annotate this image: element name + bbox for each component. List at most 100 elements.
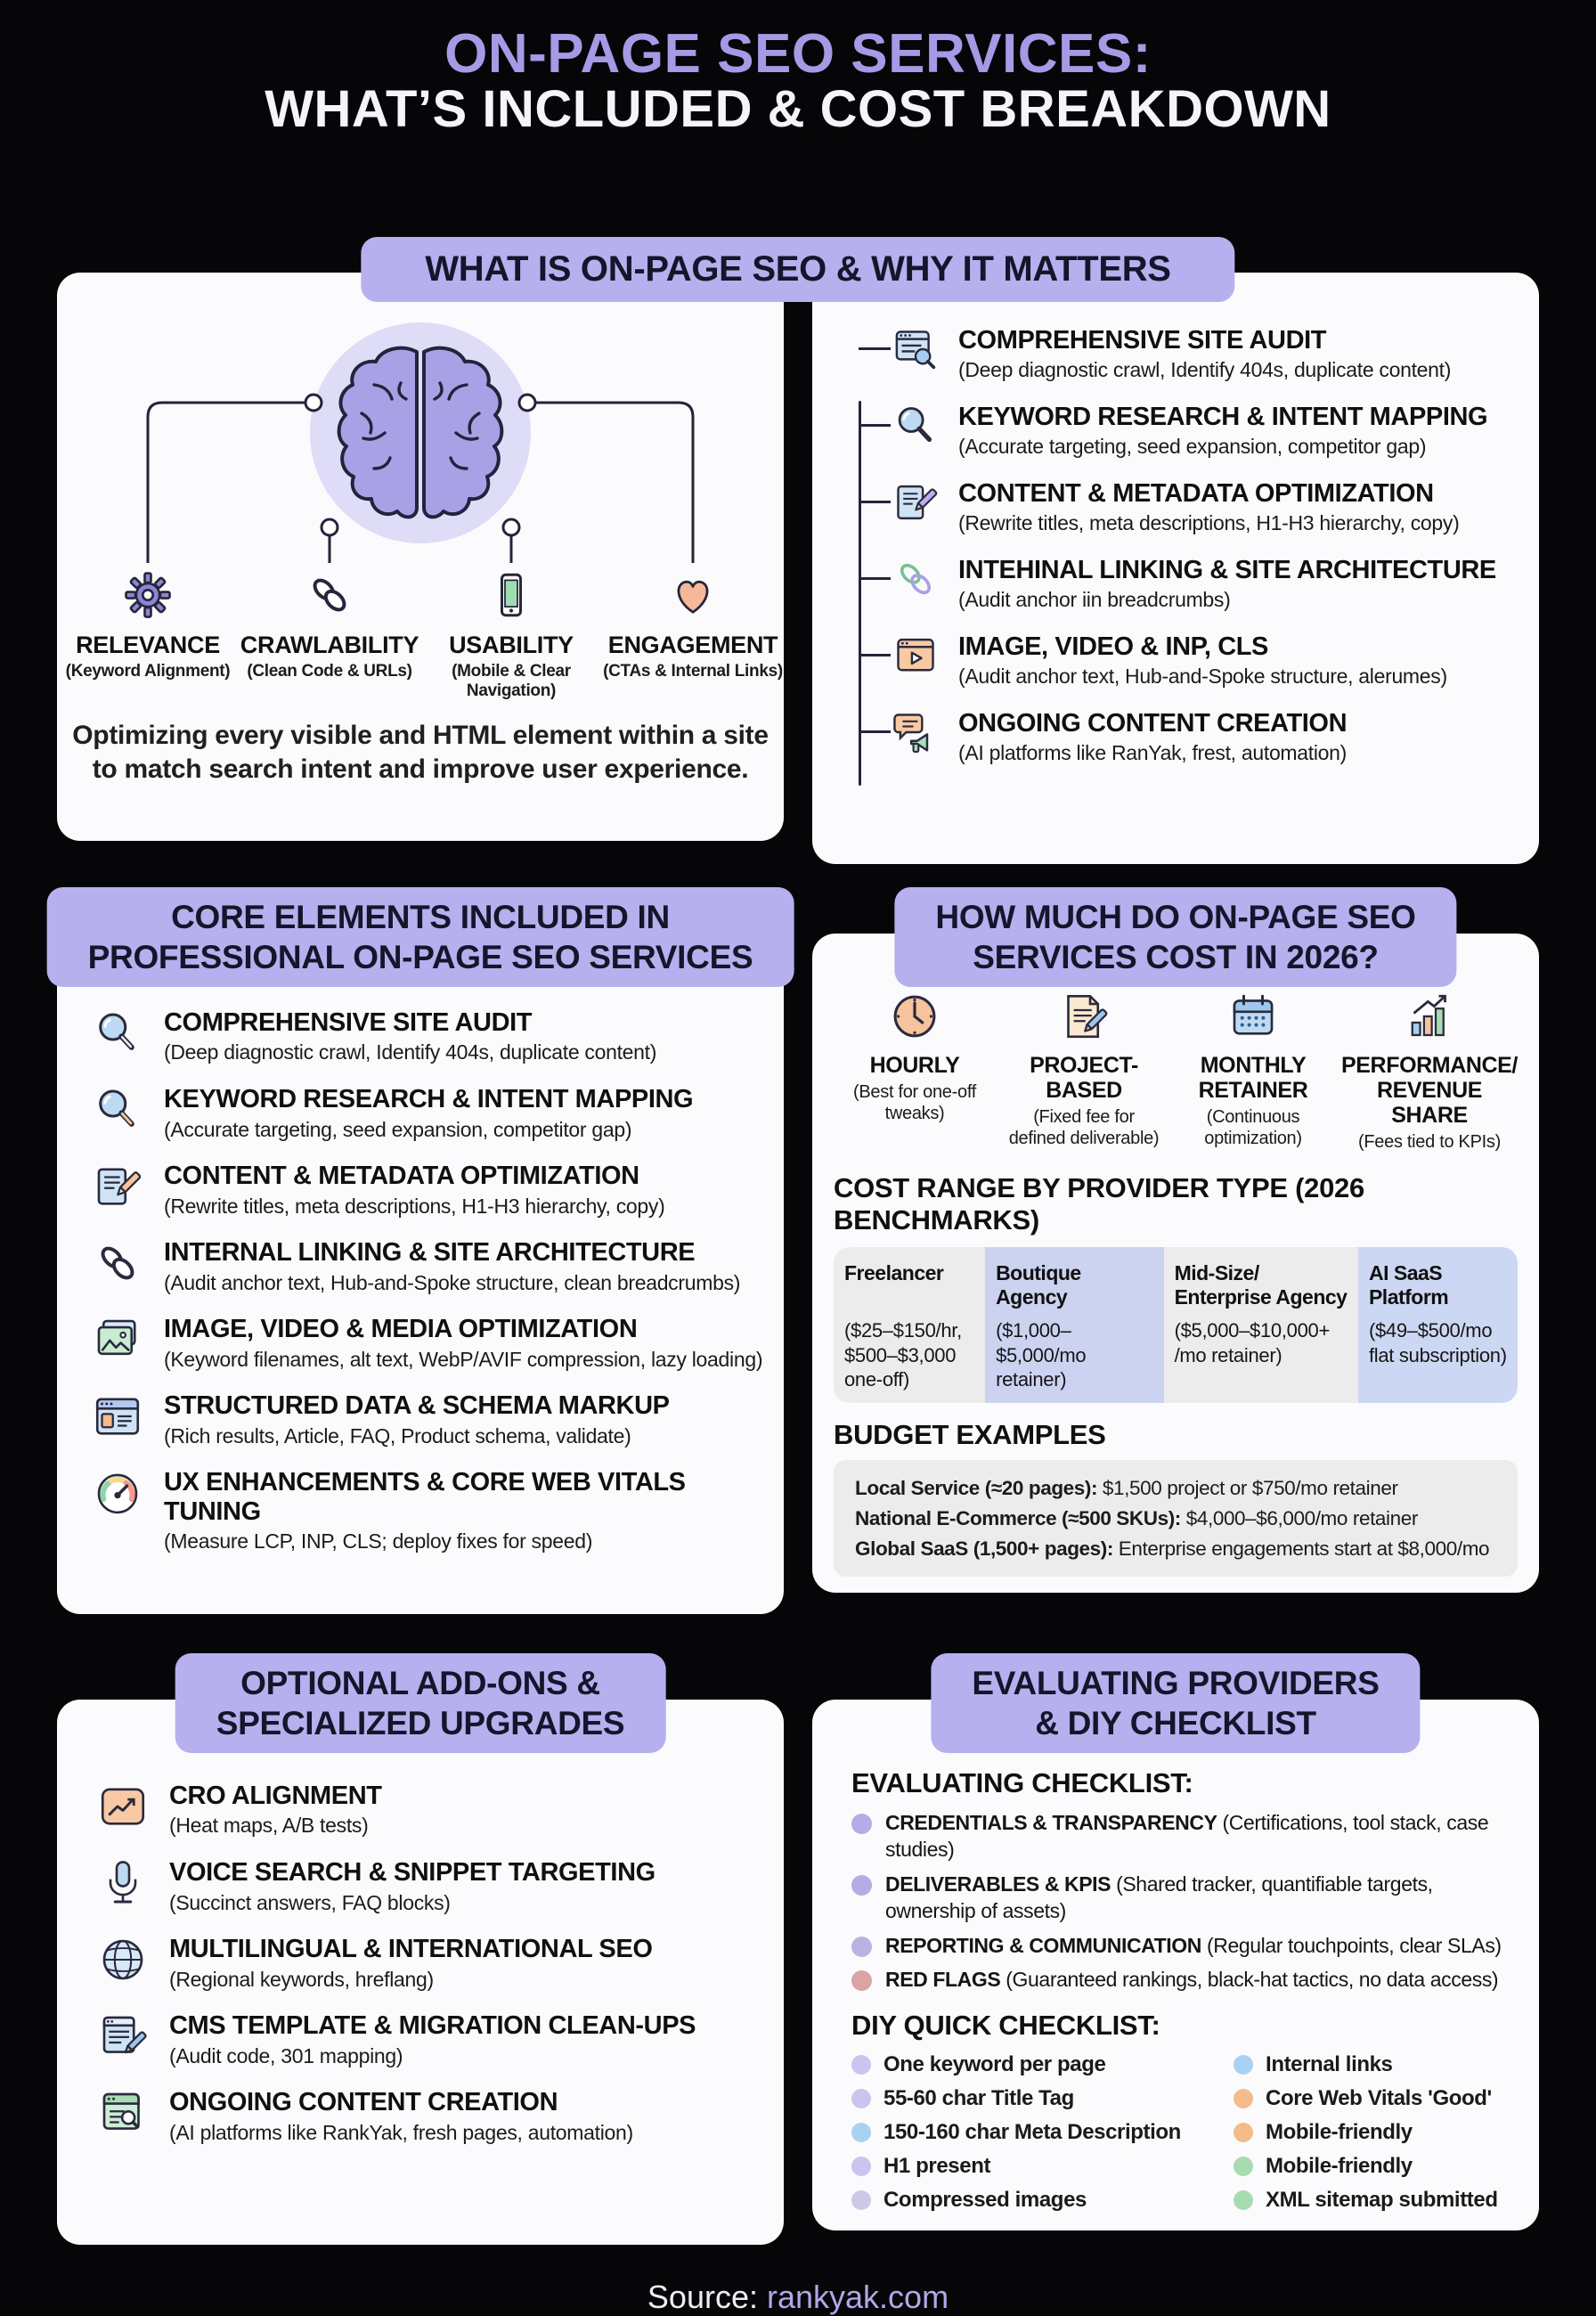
note-pencil-icon bbox=[897, 485, 938, 520]
item-sub: (Audit anchor iin breadcrumbs) bbox=[958, 588, 1231, 612]
list-item: INTERNAL LINKING & SITE ARCHITECTURE (Au… bbox=[93, 1238, 771, 1295]
browser-audit-icon bbox=[895, 330, 936, 370]
factor-label: RELEVANCE bbox=[76, 631, 220, 658]
bullet-dot bbox=[1234, 2123, 1254, 2143]
bullet-dot bbox=[1234, 2089, 1254, 2109]
item-title: IMAGE, VIDEO & INP, CLS bbox=[958, 632, 1268, 661]
why-matters-list: COMPREHENSIVE SITE AUDIT (Deep diagnosti… bbox=[853, 326, 1518, 786]
checklist-item: DELIVERABLES & KPIS (Shared tracker, qua… bbox=[851, 1872, 1527, 1925]
pricing-models: HOURLY (Best for one-off tweaks) PROJECT… bbox=[834, 987, 1518, 1153]
list-item: KEYWORD RESEARCH & INTENT MAPPING (Accur… bbox=[859, 402, 1518, 479]
factor-label: USABILITY bbox=[449, 631, 574, 658]
footer-source-label: Source: bbox=[647, 2278, 767, 2315]
bullet-dot bbox=[851, 2190, 871, 2211]
magnifier-icon bbox=[99, 1013, 134, 1050]
checklist-item: Mobile-friendly bbox=[1234, 2154, 1527, 2179]
checklist-item: Compressed images bbox=[851, 2188, 1226, 2213]
list-item: IMAGE, VIDEO & INP, CLS (Audit anchor te… bbox=[859, 632, 1518, 709]
list-item: INTEHINAL LINKING & SITE ARCHITECTURE (A… bbox=[859, 556, 1518, 632]
pricing-model-performance: PERFORMANCE/ REVENUE SHARE (Fees tied to… bbox=[1341, 987, 1518, 1153]
factor-sub: (Mobile & Clear Navigation) bbox=[452, 661, 571, 700]
table-cell-boutique: Boutique Agency ($1,000–$5,000/mo retain… bbox=[985, 1246, 1164, 1404]
seo-description-line1: Optimizing every visible and HTML elemen… bbox=[72, 720, 769, 750]
item-sub: (Keyword filenames, alt text, WebP/AVIF … bbox=[164, 1347, 763, 1371]
table-cell-freelancer: Freelancer ($25–$150/hr, $500–$3,000 one… bbox=[834, 1246, 986, 1404]
banner-line1: HOW MUCH DO ON-PAGE SEO bbox=[935, 898, 1416, 935]
browser-search-icon bbox=[102, 2092, 140, 2131]
footer-source-link[interactable]: rankyak.com bbox=[767, 2278, 949, 2315]
model-sub: (Continuous optimization) bbox=[1204, 1106, 1302, 1148]
bullet-dot bbox=[1234, 2190, 1254, 2211]
model-sub: (Fees tied to KPIs) bbox=[1358, 1131, 1501, 1152]
item-sub: (Audit anchor text, Hub-and-Spoke struct… bbox=[164, 1270, 741, 1294]
item-title: KEYWORD RESEARCH & INTENT MAPPING bbox=[958, 402, 1488, 431]
list-item: ONGOING CONTENT CREATION (AI platforms l… bbox=[859, 709, 1518, 786]
checklist-rest: (Guaranteed rankings, black-hat tactics,… bbox=[1000, 1968, 1499, 1992]
checklist-rest: (Certifications, tool stack, case studie… bbox=[885, 1810, 1489, 1861]
panel-why-it-matters: COMPREHENSIVE SITE AUDIT (Deep diagnosti… bbox=[812, 272, 1539, 864]
item-sub: (AI platforms like RanYak, frest, automa… bbox=[958, 741, 1348, 765]
banner-line2: SPECIALIZED UPGRADES bbox=[216, 1705, 625, 1742]
globe-icon bbox=[102, 1939, 143, 1980]
chain-icon bbox=[239, 567, 420, 623]
section-addons-and-eval: OPTIONAL ADD-ONS & SPECIALIZED UPGRADES … bbox=[57, 1652, 1539, 2245]
item-title: CONTENT & METADATA OPTIMIZATION bbox=[164, 1162, 639, 1191]
list-item: IMAGE, VIDEO & MEDIA OPTIMIZATION (Keywo… bbox=[93, 1315, 771, 1372]
item-title: VOICE SEARCH & SNIPPET TARGETING bbox=[169, 1858, 656, 1888]
checklist-item: REPORTING & COMMUNICATION (Regular touch… bbox=[851, 1933, 1527, 1960]
item-sub: (AI platforms like RankYak, fresh pages,… bbox=[169, 2120, 633, 2144]
item-sub: (Rich results, Article, FAQ, Product sch… bbox=[164, 1423, 631, 1448]
checklist-text: Mobile-friendly bbox=[1266, 2154, 1413, 2179]
checklist-text: CREDENTIALS & TRANSPARENCY (Certificatio… bbox=[885, 1810, 1527, 1863]
bullet-dot bbox=[851, 2123, 871, 2143]
banner-line1: EVALUATING PROVIDERS bbox=[972, 1664, 1380, 1701]
factor-label: ENGAGEMENT bbox=[607, 631, 778, 658]
brain-diagram bbox=[146, 322, 695, 563]
item-title: KEYWORD RESEARCH & INTENT MAPPING bbox=[164, 1085, 694, 1114]
checklist-text: REPORTING & COMMUNICATION (Regular touch… bbox=[885, 1933, 1502, 1960]
item-sub: (Audit anchor text, Hub-and-Spoke struct… bbox=[958, 665, 1447, 689]
item-sub: (Audit code, 301 mapping) bbox=[169, 2043, 403, 2067]
checklist-item: RED FLAGS (Guaranteed rankings, black-ha… bbox=[851, 1967, 1527, 1994]
page-title: ON-PAGE SEO SERVICES: WHAT’S INCLUDED & … bbox=[0, 0, 1596, 137]
item-title: COMPREHENSIVE SITE AUDIT bbox=[164, 1007, 533, 1037]
checklist-item: CREDENTIALS & TRANSPARENCY (Certificatio… bbox=[851, 1810, 1527, 1863]
magnifier-icon bbox=[99, 1089, 134, 1127]
list-item: ONGOING CONTENT CREATION (AI platforms l… bbox=[98, 2088, 771, 2145]
table-cell-midsize: Mid-Size/ Enterprise Agency ($5,000–$10,… bbox=[1163, 1246, 1358, 1404]
checklist-item: Internal links bbox=[1234, 2052, 1527, 2077]
item-sub: (Accurate targeting, seed expansion, com… bbox=[164, 1117, 632, 1141]
panel-addons: OPTIONAL ADD-ONS & SPECIALIZED UPGRADES … bbox=[57, 1652, 784, 2245]
bullet-dot bbox=[1234, 2157, 1254, 2177]
item-title: COMPREHENSIVE SITE AUDIT bbox=[958, 325, 1327, 355]
section-banner-evaluating: EVALUATING PROVIDERS & DIY CHECKLIST bbox=[931, 1652, 1421, 1754]
chain-links-icon bbox=[101, 1246, 134, 1280]
checklist-lead: RED FLAGS bbox=[885, 1968, 1001, 1992]
item-title: CRO ALIGNMENT bbox=[169, 1781, 382, 1810]
item-sub: (Rewrite titles, meta descriptions, H1-H… bbox=[958, 511, 1460, 535]
checklist-text: RED FLAGS (Guaranteed rankings, black-ha… bbox=[885, 1967, 1499, 1994]
chat-megaphone-icon bbox=[893, 714, 929, 753]
magnifier-icon bbox=[898, 407, 932, 443]
provider-price: ($49–$500/mo flat subscription) bbox=[1368, 1318, 1507, 1366]
bullet-dot bbox=[851, 1970, 872, 1992]
provider-name: Mid-Size/ Enterprise Agency bbox=[1174, 1260, 1348, 1309]
section-what-is-seo: WHAT IS ON-PAGE SEO & WHY IT MATTERS bbox=[57, 236, 1539, 864]
model-sub: (Best for one-off tweaks) bbox=[853, 1081, 976, 1123]
checklist-text: 55-60 char Title Tag bbox=[884, 2086, 1074, 2111]
item-sub: (Rewrite titles, meta descriptions, H1-H… bbox=[164, 1194, 665, 1218]
provider-table: Freelancer ($25–$150/hr, $500–$3,000 one… bbox=[834, 1246, 1518, 1404]
item-sub: (Accurate targeting, seed expansion, com… bbox=[958, 435, 1427, 459]
budget-line: Local Service (≈20 pages): $1,500 projec… bbox=[855, 1473, 1496, 1504]
bullet-dot bbox=[851, 1936, 872, 1957]
checklist-text: H1 present bbox=[884, 2154, 991, 2179]
checklist-item: 150-160 char Meta Description bbox=[851, 2120, 1226, 2145]
pricing-model-hourly: HOURLY (Best for one-off tweaks) bbox=[834, 987, 996, 1153]
cost-range-title: COST RANGE BY PROVIDER TYPE (2026 BENCHM… bbox=[834, 1171, 1364, 1235]
list-item: STRUCTURED DATA & SCHEMA MARKUP (Rich re… bbox=[93, 1391, 771, 1448]
checklist-rest: (Regular touchpoints, clear SLAs) bbox=[1201, 1933, 1502, 1957]
item-title: MULTILINGUAL & INTERNATIONAL SEO bbox=[169, 1935, 653, 1964]
checklist-lead: REPORTING & COMMUNICATION bbox=[885, 1933, 1202, 1957]
table-cell-saas: AI SaaS Platform ($49–$500/mo flat subsc… bbox=[1357, 1246, 1518, 1404]
evaluating-checklist-title: EVALUATING CHECKLIST: bbox=[851, 1766, 1193, 1798]
